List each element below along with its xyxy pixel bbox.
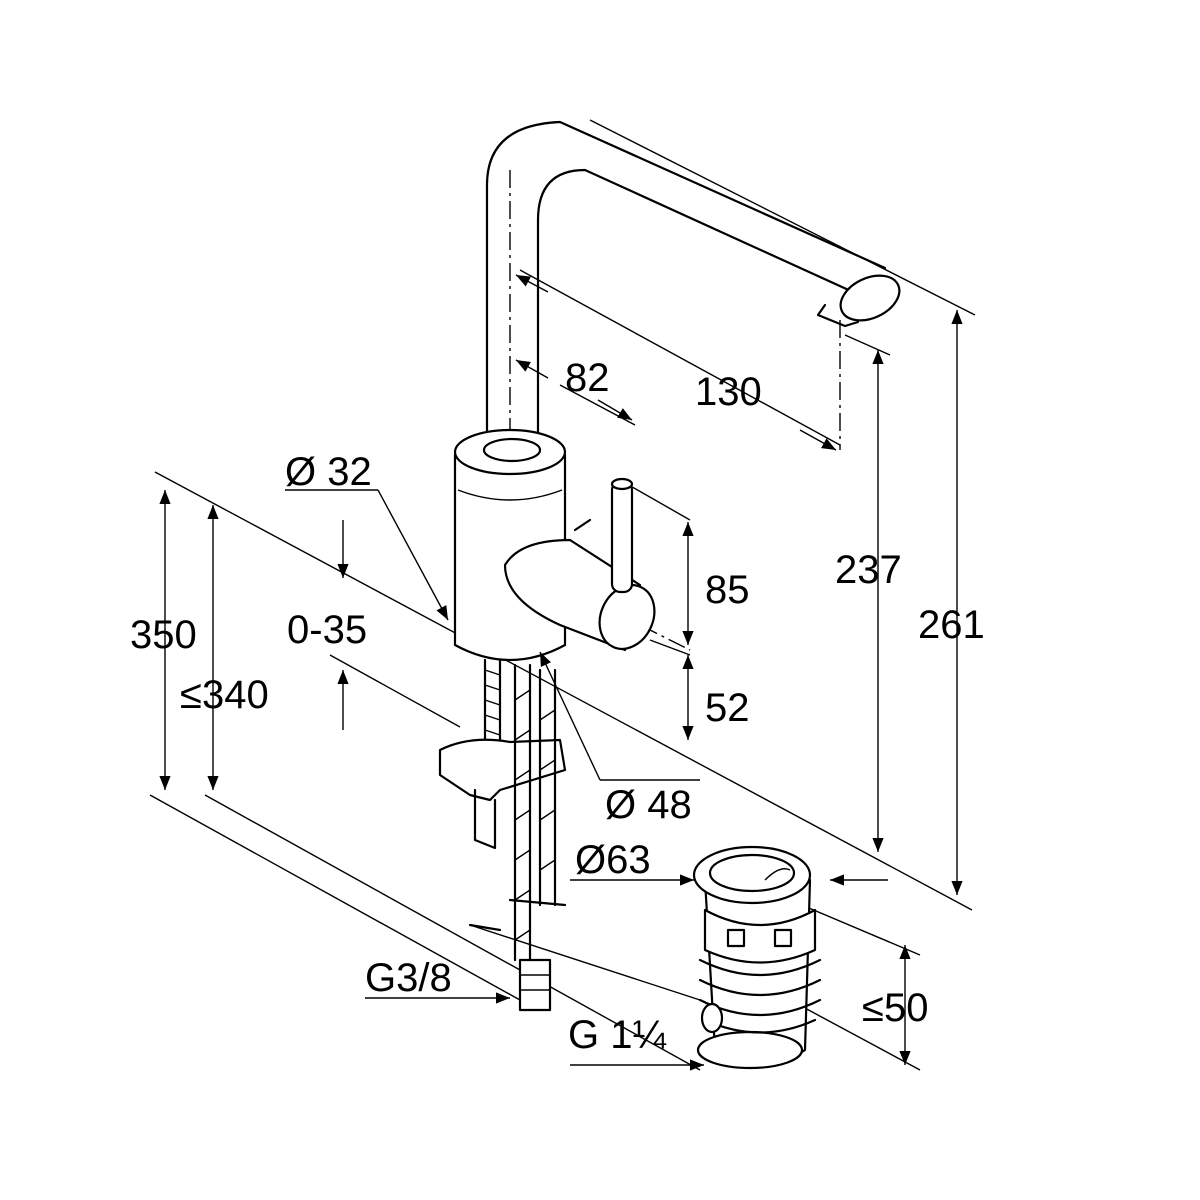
dim-350: 350 xyxy=(130,613,197,657)
dim-85: 85 xyxy=(705,568,750,612)
thread-g3-8: G3/8 xyxy=(365,956,452,1000)
dim-diameter-48: Ø 48 xyxy=(605,783,692,827)
thread-g1-1-4: G 1¼ xyxy=(568,1013,666,1057)
dim-diameter-63: Ø63 xyxy=(575,838,651,882)
dim-0-35: 0-35 xyxy=(287,608,368,652)
spout xyxy=(485,120,901,447)
dim-max-50: ≤50 xyxy=(862,986,929,1030)
dim-237: 237 xyxy=(835,548,902,592)
dim-261: 261 xyxy=(918,603,985,647)
dim-diameter-32: Ø 32 xyxy=(285,450,372,494)
dim-max-340: ≤340 xyxy=(180,673,269,717)
handle xyxy=(503,477,656,652)
dim-130: 130 xyxy=(695,370,762,414)
reference-lines xyxy=(149,119,976,1071)
drain-valve xyxy=(692,845,822,1070)
dim-52: 52 xyxy=(705,686,750,730)
mounting-hoses xyxy=(438,658,567,1012)
dim-82: 82 xyxy=(565,356,610,400)
dimension-arrows xyxy=(159,274,963,1071)
